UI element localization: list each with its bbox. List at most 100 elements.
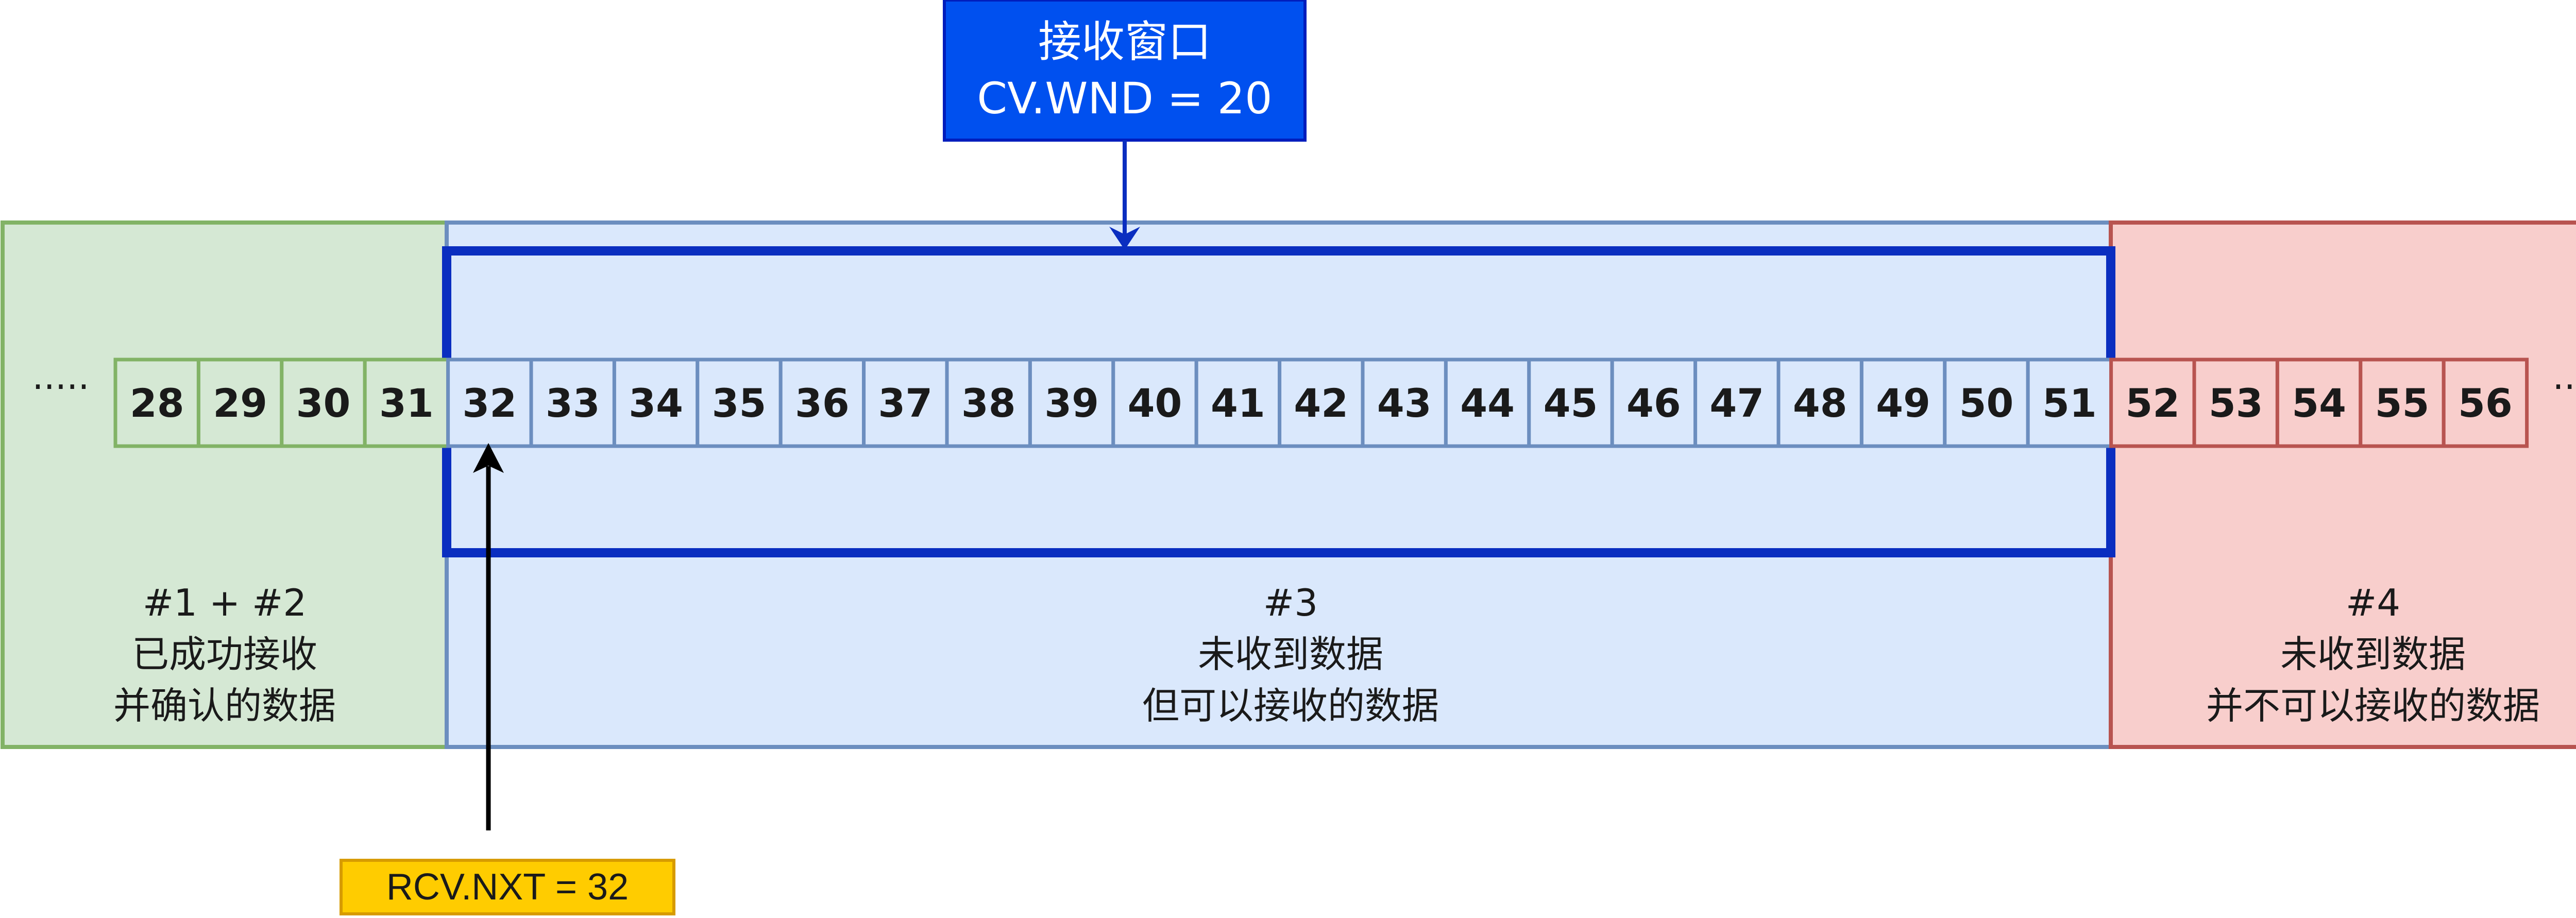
seq-cell-44: 44 [1444,358,1531,448]
seq-cell-box [1859,358,1947,448]
seq-cell-56: 56 [2442,358,2529,448]
seq-number: 43 [1377,380,1432,426]
seq-cell-box [2109,358,2196,448]
seq-cell-51: 51 [2026,358,2113,448]
seq-number: 41 [1211,380,1265,426]
seq-cell-box [1028,358,1115,448]
seq-cell-box [945,358,1032,448]
seq-cell-40: 40 [1111,358,1198,448]
rcv-nxt-note: RCV.NXT = 32 [340,859,675,915]
seq-number: 54 [2292,380,2346,426]
seq-cell-box [612,358,700,448]
not-receivable-label-line-1: #4 [2346,581,2400,624]
seq-number: 38 [961,380,1016,426]
seq-number: 53 [2209,380,2263,426]
seq-cell-50: 50 [1943,358,2030,448]
seq-cell-box [696,358,783,448]
receivable-region [445,220,2113,749]
seq-cell-41: 41 [1194,358,1282,448]
seq-cell-35: 35 [696,358,783,448]
seq-number: 55 [2375,380,2430,426]
receive-window-size: CV.WND = 20 [977,73,1272,124]
received-label-line-2: 已成功接收 [132,633,317,676]
seq-number: 48 [1793,380,1848,426]
rcv-nxt-note-bg [340,859,675,915]
receivable-region-label: #3 未收到数据 但可以接收的数据 [1142,581,1439,727]
received-region [1,220,449,749]
seq-cell-box [1943,358,2030,448]
seq-cell-30: 30 [280,358,367,448]
receivable-label-line-2: 未收到数据 [1198,633,1383,676]
seq-number: 42 [1294,380,1348,426]
receive-window-box: 接收窗口 CV.WND = 20 [943,0,1307,142]
ellipsis-left: ····· [32,366,89,408]
seq-cell-28: 28 [113,358,200,448]
seq-cell-box [196,358,284,448]
seq-number: 31 [379,380,434,426]
seq-cell-45: 45 [1527,358,1614,448]
seq-number: 52 [2125,380,2180,426]
rcv-nxt-arrowhead [473,443,504,473]
receive-window-title: 接收窗口 [1038,16,1211,67]
seq-cell-37: 37 [862,358,949,448]
seq-cell-33: 33 [529,358,616,448]
received-label-line-3: 并确认的数据 [113,684,336,727]
rcv-nxt-label: RCV.NXT = 32 [386,866,629,908]
seq-number: 30 [296,380,351,426]
seq-cell-box [1527,358,1614,448]
seq-cell-box [363,358,450,448]
seq-number: 37 [878,380,933,426]
ellipsis-right: ····· [2552,366,2576,408]
seq-number: 33 [546,380,600,426]
seq-cell-box [1693,358,1781,448]
seq-cell-48: 48 [1776,358,1863,448]
seq-number: 49 [1876,380,1930,426]
seq-cell-49: 49 [1859,358,1947,448]
seq-number: 45 [1544,380,1598,426]
received-label-line-1: #1 + #2 [143,581,307,624]
seq-number: 34 [629,380,683,426]
seq-cell-36: 36 [778,358,866,448]
seq-number: 32 [462,380,517,426]
seq-number: 56 [2458,380,2513,426]
seq-cell-54: 54 [2275,358,2363,448]
seq-cell-box [2275,358,2363,448]
seq-cell-42: 42 [1278,358,1365,448]
seq-number: 36 [795,380,850,426]
seq-cell-43: 43 [1361,358,1448,448]
not-receivable-region-label: #4 未收到数据 并不可以接收的数据 [2206,581,2540,727]
seq-cell-53: 53 [2192,358,2279,448]
seq-cell-29: 29 [196,358,284,448]
sequence-cells: 28 29 30 31 32 33 34 35 36 37 38 39 40 41 42 43 44 45 46 47… [113,358,2529,448]
seq-number: 46 [1626,380,1681,426]
seq-cell-47: 47 [1693,358,1781,448]
seq-cell-52: 52 [2109,358,2196,448]
not-receivable-label-line-2: 未收到数据 [2280,633,2466,676]
window-arrowhead [1109,227,1140,250]
seq-cell-34: 34 [612,358,700,448]
seq-cell-38: 38 [945,358,1032,448]
seq-number: 28 [130,380,184,426]
seq-cell-46: 46 [1610,358,1698,448]
not-receivable-region [2109,220,2576,749]
seq-cell-32: 32 [446,358,533,448]
seq-number: 50 [1959,380,2014,426]
receivable-label-line-3: 但可以接收的数据 [1142,684,1439,727]
seq-cell-39: 39 [1028,358,1115,448]
seq-cell-55: 55 [2359,358,2446,448]
seq-number: 40 [1128,380,1182,426]
seq-cell-box [1776,358,1863,448]
seq-number: 44 [1460,380,1515,426]
seq-cell-box [529,358,616,448]
not-receivable-label-line-3: 并不可以接收的数据 [2206,684,2540,727]
seq-cell-31: 31 [363,358,450,448]
seq-number: 35 [712,380,767,426]
seq-cell-box [2442,358,2529,448]
seq-cell-box [1444,358,1531,448]
seq-number: 39 [1044,380,1099,426]
receivable-label-line-1: #3 [1263,581,1318,624]
seq-cell-box [280,358,367,448]
received-region-label: #1 + #2 已成功接收 并确认的数据 [113,581,336,727]
seq-number: 47 [1709,380,1764,426]
